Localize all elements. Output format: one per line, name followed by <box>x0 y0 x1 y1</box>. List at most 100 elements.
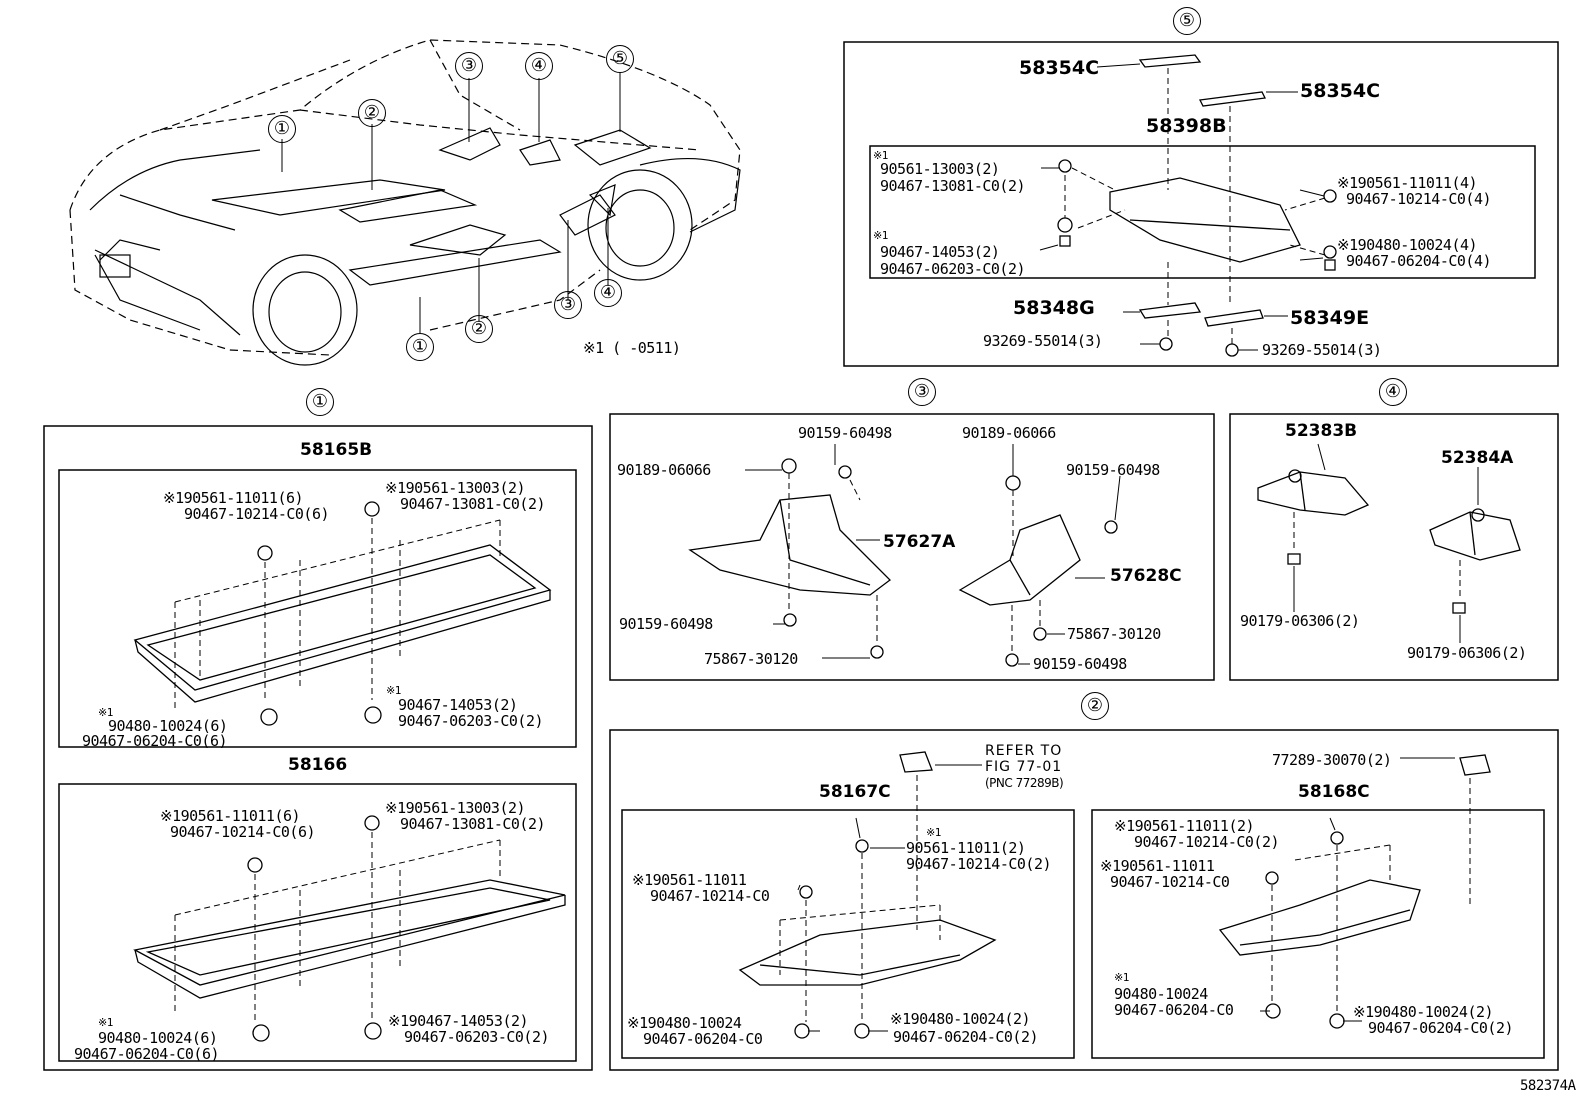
callout-4-section: ④ <box>1379 378 1407 406</box>
s1a-label-90467-13081: 90467-13081-C0(2) <box>400 495 546 513</box>
s2l-label-90480-10024: ※190480-10024 <box>627 1014 742 1032</box>
callout-3-car-top: ③ <box>455 52 483 80</box>
part-58354C-right: 58354C <box>1300 80 1381 102</box>
callout-1-car-top: ① <box>268 115 296 143</box>
s1a-note-1: ※1 <box>386 684 401 697</box>
section2-leaders <box>797 757 1455 1032</box>
part-57628C: 57628C <box>1110 566 1182 586</box>
s1a-label-90561-13003: ※190561-13003(2) <box>385 479 526 497</box>
callout-1-car-bottom: ① <box>406 333 434 361</box>
s1a-label-90467-14053: 90467-14053(2) <box>398 696 518 714</box>
s1b-label-90561-11011: ※190561-11011(6) <box>160 807 301 825</box>
s1a-label-90467-06203: 90467-06203-C0(2) <box>398 712 544 730</box>
s5-label-90467-10214: 90467-10214-C0(4) <box>1346 190 1492 208</box>
s5-label-93269-right: 93269-55014(3) <box>1262 341 1382 359</box>
section3-leaders <box>745 444 1121 665</box>
s1b-label-90467-10214: 90467-10214-C0(6) <box>170 823 316 841</box>
s1a-label-90480-10024: 90480-10024(6) <box>108 717 228 735</box>
s3-label-90159-60498-top: 90159-60498 <box>798 424 892 442</box>
part-58398B: 58398B <box>1146 115 1227 137</box>
s5-label-90561-13003: 90561-13003(2) <box>880 160 1000 178</box>
s3-label-90159-60498-right: 90159-60498 <box>1066 461 1160 479</box>
frame-section1 <box>43 425 593 1071</box>
part-58166: 58166 <box>288 755 348 775</box>
s5-label-90467-14053: 90467-14053(2) <box>880 243 1000 261</box>
s1a-label-90467-10214: 90467-10214-C0(6) <box>184 505 330 523</box>
s3-label-90189-06066-left: 90189-06066 <box>617 461 711 479</box>
s3-label-75867-30120-left: 75867-30120 <box>704 650 798 668</box>
callout-4-car-bottom: ④ <box>594 279 622 307</box>
callout-3-section: ③ <box>908 378 936 406</box>
section3-art <box>688 458 1118 667</box>
callout-5-top: ⑤ <box>1173 7 1201 35</box>
s2r-label-90467-06204: 90467-06204-C0 <box>1114 1001 1234 1019</box>
s5-label-90467-06204: 90467-06204-C0(4) <box>1346 252 1492 270</box>
s5-label-90467-06203: 90467-06203-C0(2) <box>880 260 1026 278</box>
part-52383B: 52383B <box>1285 421 1358 441</box>
s3-label-90159-60498-bottom-left: 90159-60498 <box>619 615 713 633</box>
s2r-label-90561-11011: ※190561-11011 <box>1100 857 1215 875</box>
section1-dashes <box>174 518 501 1020</box>
section4-art <box>1257 469 1521 614</box>
section3-dashes <box>788 473 1041 652</box>
s1a-note-2: ※1 <box>98 706 113 719</box>
frame-section5 <box>843 41 1559 367</box>
callout-2-car-bottom: ② <box>465 315 493 343</box>
s3-label-90189-06066-right: 90189-06066 <box>962 424 1056 442</box>
frame-section5-inner <box>869 145 1536 279</box>
s5-note-2: ※1 <box>873 229 888 242</box>
overview-leaders <box>281 72 621 333</box>
section4-dashes <box>1293 512 1461 600</box>
part-58354C-top: 58354C <box>1019 57 1100 79</box>
section2-art <box>738 751 1491 1039</box>
s3-label-90159-60498-bottom-right: 90159-60498 <box>1033 655 1127 673</box>
callout-2-car-top: ② <box>358 99 386 127</box>
s2r-label-90561-11011-2: ※190561-11011(2) <box>1114 817 1255 835</box>
s1a-label-90467-06204: 90467-06204-C0(6) <box>82 732 228 750</box>
s2l-label-90467-06204: 90467-06204-C0 <box>643 1030 763 1048</box>
s5-label-93269-left: 93269-55014(3) <box>983 332 1103 350</box>
s5-note-1: ※1 <box>873 149 888 162</box>
s2r-label-90467-10214-2: 90467-10214-C0(2) <box>1134 833 1280 851</box>
applicability-note: ※1 ( -0511) <box>583 339 681 357</box>
s2r-label-90467-06204-2: 90467-06204-C0(2) <box>1368 1019 1514 1037</box>
part-58167C: 58167C <box>819 782 891 802</box>
frame-section2-left <box>621 809 1075 1059</box>
section5-leaders <box>1039 63 1325 351</box>
section1-art <box>133 501 566 1042</box>
s2r-label-90480-10024: 90480-10024 <box>1114 985 1208 1003</box>
part-57627A: 57627A <box>883 532 956 552</box>
part-58349E: 58349E <box>1290 307 1370 329</box>
s1b-label-90467-06204: 90467-06204-C0(6) <box>74 1045 220 1063</box>
part-58165B: 58165B <box>300 440 373 460</box>
callout-1-section: ① <box>306 388 334 416</box>
frame-section2 <box>609 729 1559 1071</box>
section4-leaders <box>1293 443 1479 643</box>
callout-3-car-bottom: ③ <box>554 291 582 319</box>
s4-label-90179-right: 90179-06306(2) <box>1407 644 1527 662</box>
s1a-label-90561-11011: ※190561-11011(6) <box>163 489 304 507</box>
s5-label-90467-13081: 90467-13081-C0(2) <box>880 177 1026 195</box>
s2l-label-90467-06204-2: 90467-06204-C0(2) <box>893 1028 1039 1046</box>
part-52384A: 52384A <box>1441 448 1514 468</box>
figure-code: 582374A <box>1520 1078 1576 1094</box>
callout-4-car-top: ④ <box>525 52 553 80</box>
s3-label-75867-30120-right: 75867-30120 <box>1067 625 1161 643</box>
s4-label-90179-left: 90179-06306(2) <box>1240 612 1360 630</box>
s2l-label-90561-11011-2: 90561-11011(2) <box>906 839 1026 857</box>
callout-2-section: ② <box>1081 692 1109 720</box>
s2l-note-1: ※1 <box>926 826 941 839</box>
s5-label-90480-10024: ※190480-10024(4) <box>1337 236 1478 254</box>
s2l-label-90467-10214: 90467-10214-C0 <box>650 887 770 905</box>
s1b-label-90467-06203: 90467-06203-C0(2) <box>404 1028 550 1046</box>
s2r-label-90467-10214: 90467-10214-C0 <box>1110 873 1230 891</box>
frame-section1-a <box>58 469 577 748</box>
frame-section3 <box>609 413 1215 681</box>
s2-refer-line1: REFER TO <box>985 743 1063 759</box>
car-overview-solid <box>89 149 741 366</box>
s1b-label-90561-13003: ※190561-13003(2) <box>385 799 526 817</box>
s1b-note-1: ※1 <box>98 1016 113 1029</box>
s2-label-77289-30070: 77289-30070(2) <box>1272 751 1392 769</box>
s2-refer-line3: (PNC 77289B) <box>985 776 1064 790</box>
